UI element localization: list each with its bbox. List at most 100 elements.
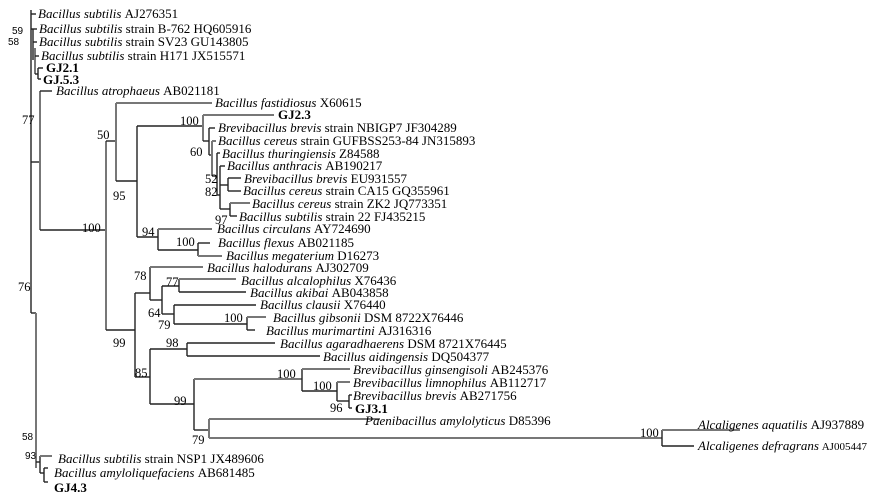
taxon-label: Brevibacillus limnophilus AB112717 [353,375,547,390]
taxon-label: Bacillus agaradhaerens DSM 8721X76445 [280,336,507,351]
species-name: Brevibacillus brevis [244,171,347,186]
species-name: Bacillus flexus [218,235,294,250]
species-name: Bacillus cereus [252,196,331,211]
bootstrap-value: 64 [148,306,161,320]
taxon-label: GJ.5.3 [43,72,80,87]
taxon-label: Bacillus cereus strain CA15 GQ355961 [243,183,450,198]
bootstrap-value: 93 [25,451,37,462]
species-name: Brevibacillus limnophilus [353,375,486,390]
bootstrap-value: 100 [176,235,195,249]
bootstrap-value: 50 [97,128,110,142]
taxon-label: Bacillus flexus AB021185 [218,235,354,250]
species-name: Paenibacillus amylolyticus [364,413,505,428]
taxon-label: Bacillus fastidiosus X60615 [215,95,362,110]
species-name: Bacillus alcalophilus [241,273,351,288]
taxon-label: Bacillus cereus strain ZK2 JQ773351 [252,196,447,211]
species-name: Bacillus cereus [243,183,322,198]
accession: strain CA15 GQ355961 [322,183,449,198]
bootstrap-value: 52 [205,172,218,186]
species-name: Alcaligenes defragrans [697,438,819,453]
species-name: Bacillus thuringiensis [222,146,336,161]
accession: strain 22 FJ435215 [322,209,425,224]
bootstrap-value: 100 [313,379,332,393]
taxon-label: Brevibacillus brevis strain NBIGP7 JF304… [218,120,457,135]
taxon-label: Brevibacillus ginsengisoli AB245376 [353,362,549,377]
accession: GJ3.1 [355,401,388,416]
taxon-label: Bacillus subtilis strain NSP1 JX489606 [58,451,264,466]
branches [30,10,740,483]
taxon-label: GJ2.1 [46,60,79,75]
taxon-label: Bacillus clausii X76440 [260,297,386,312]
accession: GJ4.3 [54,480,87,494]
species-name: Brevibacillus brevis [218,120,321,135]
accession: AY724690 [311,221,371,236]
accession: strain NBIGP7 JF304289 [321,120,456,135]
accession: strain H171 JX515571 [124,48,245,63]
bootstrap-value: 96 [330,401,343,415]
taxon-label: Bacillus thuringiensis Z84588 [222,146,379,161]
bootstrap-value: 100 [640,426,659,440]
taxon-label: Bacillus subtilis strain 22 FJ435215 [239,209,425,224]
species-name: Bacillus cereus [218,133,297,148]
bootstrap-value: 77 [166,275,179,289]
accession: AB245376 [488,362,549,377]
accession: D85396 [505,413,551,428]
accession: strain ZK2 JQ773351 [331,196,447,211]
taxon-label: Bacillus alcalophilus X76436 [241,273,397,288]
accession: EU931557 [347,171,407,186]
accession: AJ276351 [121,6,178,21]
taxon-label: GJ4.3 [54,480,87,494]
accession: GJ2.3 [278,107,311,122]
species-name: Brevibacillus brevis [353,388,456,403]
bootstrap-value: 95 [113,189,126,203]
bootstrap-value: 97 [215,213,228,227]
species-name: Bacillus agaradhaerens [280,336,404,351]
species-name: Bacillus subtilis [239,209,322,224]
bootstrap-value: 99 [174,394,187,408]
taxon-label: Bacillus amyloliquefaciens AB681485 [54,465,255,480]
species-name: Bacillus halodurans [207,260,312,275]
taxon-label: GJ2.3 [278,107,311,122]
accession: AB271756 [456,388,517,403]
accession: AJ005447 [819,441,867,453]
accession: strain B-762 HQ605916 [122,21,251,36]
accession: strain GUFBSS253-84 JN315893 [297,133,475,148]
taxon-label: Bacillus subtilis strain SV23 GU143805 [39,34,248,49]
species-name: Bacillus anthracis [227,158,322,173]
species-name: Bacillus clausii [260,297,341,312]
bootstrap-value: 79 [158,318,171,332]
taxon-label: Brevibacillus brevis EU931557 [244,171,407,186]
taxon-label: Paenibacillus amylolyticus D85396 [364,413,551,428]
taxon-label: Bacillus gibsonii DSM 8722X76446 [273,310,464,325]
species-name: Bacillus akibai [250,285,329,300]
accession: AJ316316 [375,323,432,338]
accession: X60615 [316,95,361,110]
taxon-label: Bacillus aidingensis DQ504377 [323,349,490,364]
accession: AJ302709 [312,260,369,275]
bootstrap-value: 100 [224,311,243,325]
species-name: Bacillus subtilis [41,48,124,63]
species-name: Brevibacillus ginsengisoli [353,362,488,377]
species-name: Bacillus amyloliquefaciens [54,465,194,480]
accession: AB112717 [486,375,546,390]
accession: DQ504377 [428,349,490,364]
accession: strain NSP1 JX489606 [141,451,264,466]
accession: X76436 [351,273,397,288]
taxon-label: Alcaligenes defragrans AJ005447 [697,438,867,453]
taxon-label: Bacillus subtilis strain H171 JX515571 [41,48,245,63]
accession: AB681485 [194,465,254,480]
bootstrap-value: 100 [82,221,101,235]
taxon-label: Bacillus circulans AY724690 [217,221,371,236]
accession: Z84588 [336,146,380,161]
taxon-label: Bacillus murimartini AJ316316 [266,323,432,338]
accession: DSM 8722X76446 [361,310,464,325]
bootstrap-value: 94 [142,225,155,239]
taxon-label: Brevibacillus brevis AB271756 [353,388,517,403]
accession: DSM 8721X76445 [404,336,507,351]
accession: GJ.5.3 [43,72,80,87]
accession: AB190217 [322,158,383,173]
species-name: Bacillus gibsonii [273,310,361,325]
species-name: Bacillus fastidiosus [215,95,316,110]
